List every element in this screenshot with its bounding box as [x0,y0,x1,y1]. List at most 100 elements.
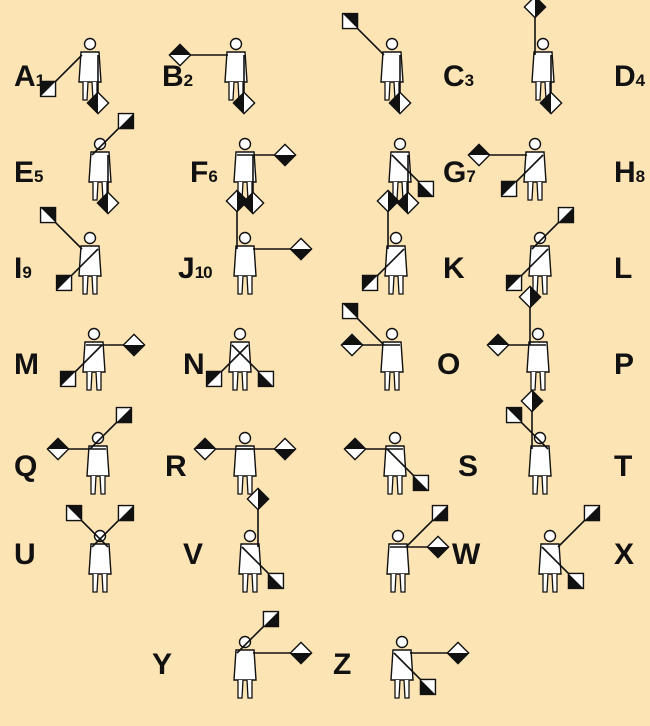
head [545,531,556,542]
head [387,329,398,340]
body [529,446,551,476]
signaller [194,433,295,495]
legs [83,276,97,294]
signaller [524,0,561,114]
legs [528,182,542,200]
head [235,329,246,340]
semaphore-figure-c [327,18,457,128]
flag-a-flag [116,408,131,423]
flag-b-flag [290,642,311,663]
legs [543,574,557,592]
legs [385,372,399,390]
head [231,39,242,50]
signal-letter-y: Y [152,650,171,680]
head [538,39,549,50]
flag-b-flag [584,506,599,521]
signal-letter-l: L [614,254,631,284]
flag-b-flag [363,275,378,290]
body [87,446,109,476]
legs [389,276,403,294]
semaphore-figure-w [333,510,463,620]
signaller [41,39,109,114]
signaller [344,433,428,495]
legs [531,372,545,390]
body [385,246,407,276]
legs [238,476,252,494]
letter-text: H [614,156,635,189]
flag-b-flag [87,92,108,113]
letter-number: 3 [465,71,473,90]
flag-a-flag [274,438,295,459]
body [234,246,256,276]
semaphore-figure-o [327,308,457,418]
signaller [169,39,254,114]
semaphore-figure-x [485,510,615,620]
flag-a-flag [524,0,545,18]
semaphore-figure-q [33,412,163,522]
letter-text: T [614,450,631,483]
flag-a-arm [52,219,82,249]
semaphore-figure-i [25,212,155,322]
semaphore-figure-n [175,308,305,418]
semaphore-figure-v [185,510,315,620]
body [527,342,549,372]
flag-b-flag [97,192,118,213]
flag-a-flag [427,536,448,557]
flag-b-flag [397,192,418,213]
flag-a-arm [52,55,82,85]
flag-b-flag [389,92,410,113]
letter-text: U [14,538,35,571]
signaller [341,304,403,390]
head [530,139,541,150]
body [79,246,101,276]
signaller [234,612,312,698]
signal-letter-d: D4 [614,62,644,92]
letter-text: E [14,156,33,189]
letter-text: P [614,348,633,381]
flag-a-flag [118,506,133,521]
head [393,531,404,542]
flag-b-flag [61,371,76,386]
flag-a-arm [354,25,384,55]
legs [388,476,402,494]
body [89,544,111,574]
flag-a-flag [123,334,144,355]
signaller [47,408,131,494]
legs [238,680,252,698]
legs [93,574,107,592]
head [85,233,96,244]
body [381,342,403,372]
signaller [343,14,411,114]
signaller [61,329,145,391]
head [391,233,402,244]
legs [243,574,257,592]
semaphore-figure-l [475,212,605,322]
legs [391,574,405,592]
flag-a-flag [274,144,295,165]
flag-a-flag [118,114,133,129]
head [240,139,251,150]
signaller [468,139,546,201]
signaller [67,506,134,592]
body [539,544,561,574]
letter-text: L [614,252,631,285]
body [384,446,406,476]
semaphore-figure-m [29,308,159,418]
signaller [41,208,101,294]
signaller [387,506,449,592]
head [245,531,256,542]
flag-a-flag [263,612,278,627]
signaller [539,506,599,592]
legs [533,476,547,494]
letter-number: 8 [636,167,644,186]
letter-number: 4 [636,71,644,90]
flag-b-flag [540,92,561,113]
signaller [89,114,133,214]
flag-a-flag [558,208,573,223]
flag-a-flag [418,181,433,196]
semaphore-figure-b [171,18,301,128]
body [524,152,546,182]
head [387,39,398,50]
flag-b-flag [447,642,468,663]
